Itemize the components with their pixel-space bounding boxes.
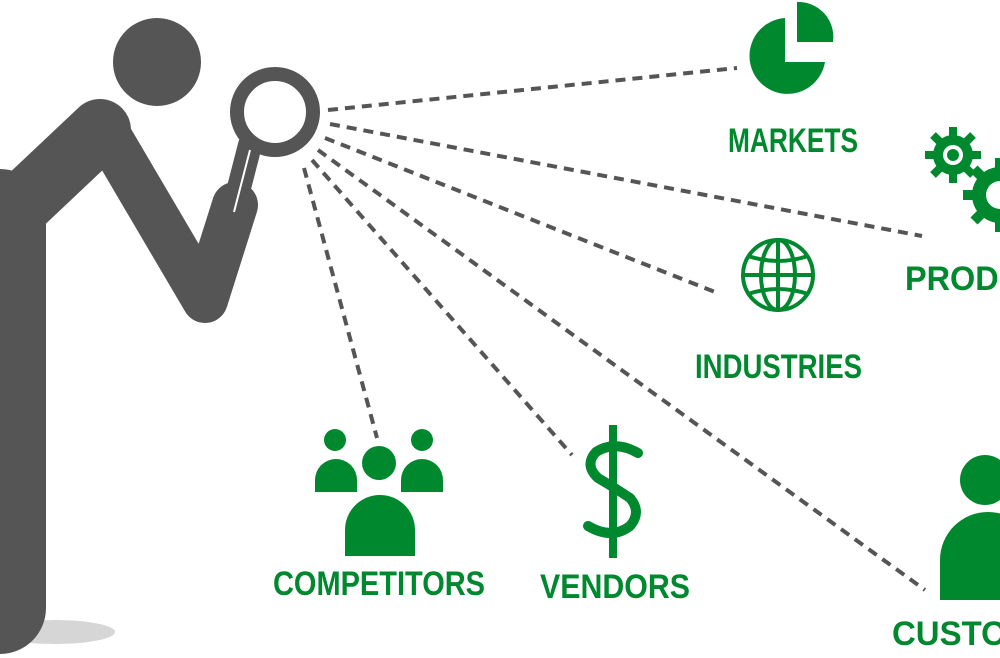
dollar-icon xyxy=(583,425,643,558)
connector-vendors xyxy=(310,158,574,457)
competitors-label: COMPETITORS xyxy=(273,565,485,603)
person-icon xyxy=(940,455,1000,600)
head xyxy=(113,18,201,106)
researcher-figure xyxy=(0,18,258,654)
node-industries: INDUSTRIES xyxy=(695,238,862,386)
connector-products xyxy=(329,122,923,238)
magnifier-icon xyxy=(220,67,320,227)
connector-customers xyxy=(316,148,927,592)
globe-icon xyxy=(741,238,815,312)
node-competitors: COMPETITORS xyxy=(273,429,485,603)
group-icon xyxy=(315,429,443,556)
customers-label: CUSTOMERS xyxy=(892,615,1000,653)
connector-competitors xyxy=(302,167,379,439)
node-customers: CUSTOMERS xyxy=(892,455,1000,653)
pie-chart-icon xyxy=(749,1,834,94)
node-markets: MARKETS xyxy=(728,1,858,160)
industries-label: INDUSTRIES xyxy=(695,348,862,386)
gears-icon xyxy=(925,127,1000,232)
arm xyxy=(82,107,258,323)
markets-label: MARKETS xyxy=(728,122,858,160)
vendors-label: VENDORS xyxy=(540,568,690,606)
connector-markets xyxy=(327,66,738,112)
connectors xyxy=(302,66,927,592)
node-vendors: VENDORS xyxy=(540,425,690,606)
products-label: PRODUCTS xyxy=(905,260,1000,298)
connector-industries xyxy=(324,136,716,294)
node-products: PRODUCTS xyxy=(905,127,1000,298)
